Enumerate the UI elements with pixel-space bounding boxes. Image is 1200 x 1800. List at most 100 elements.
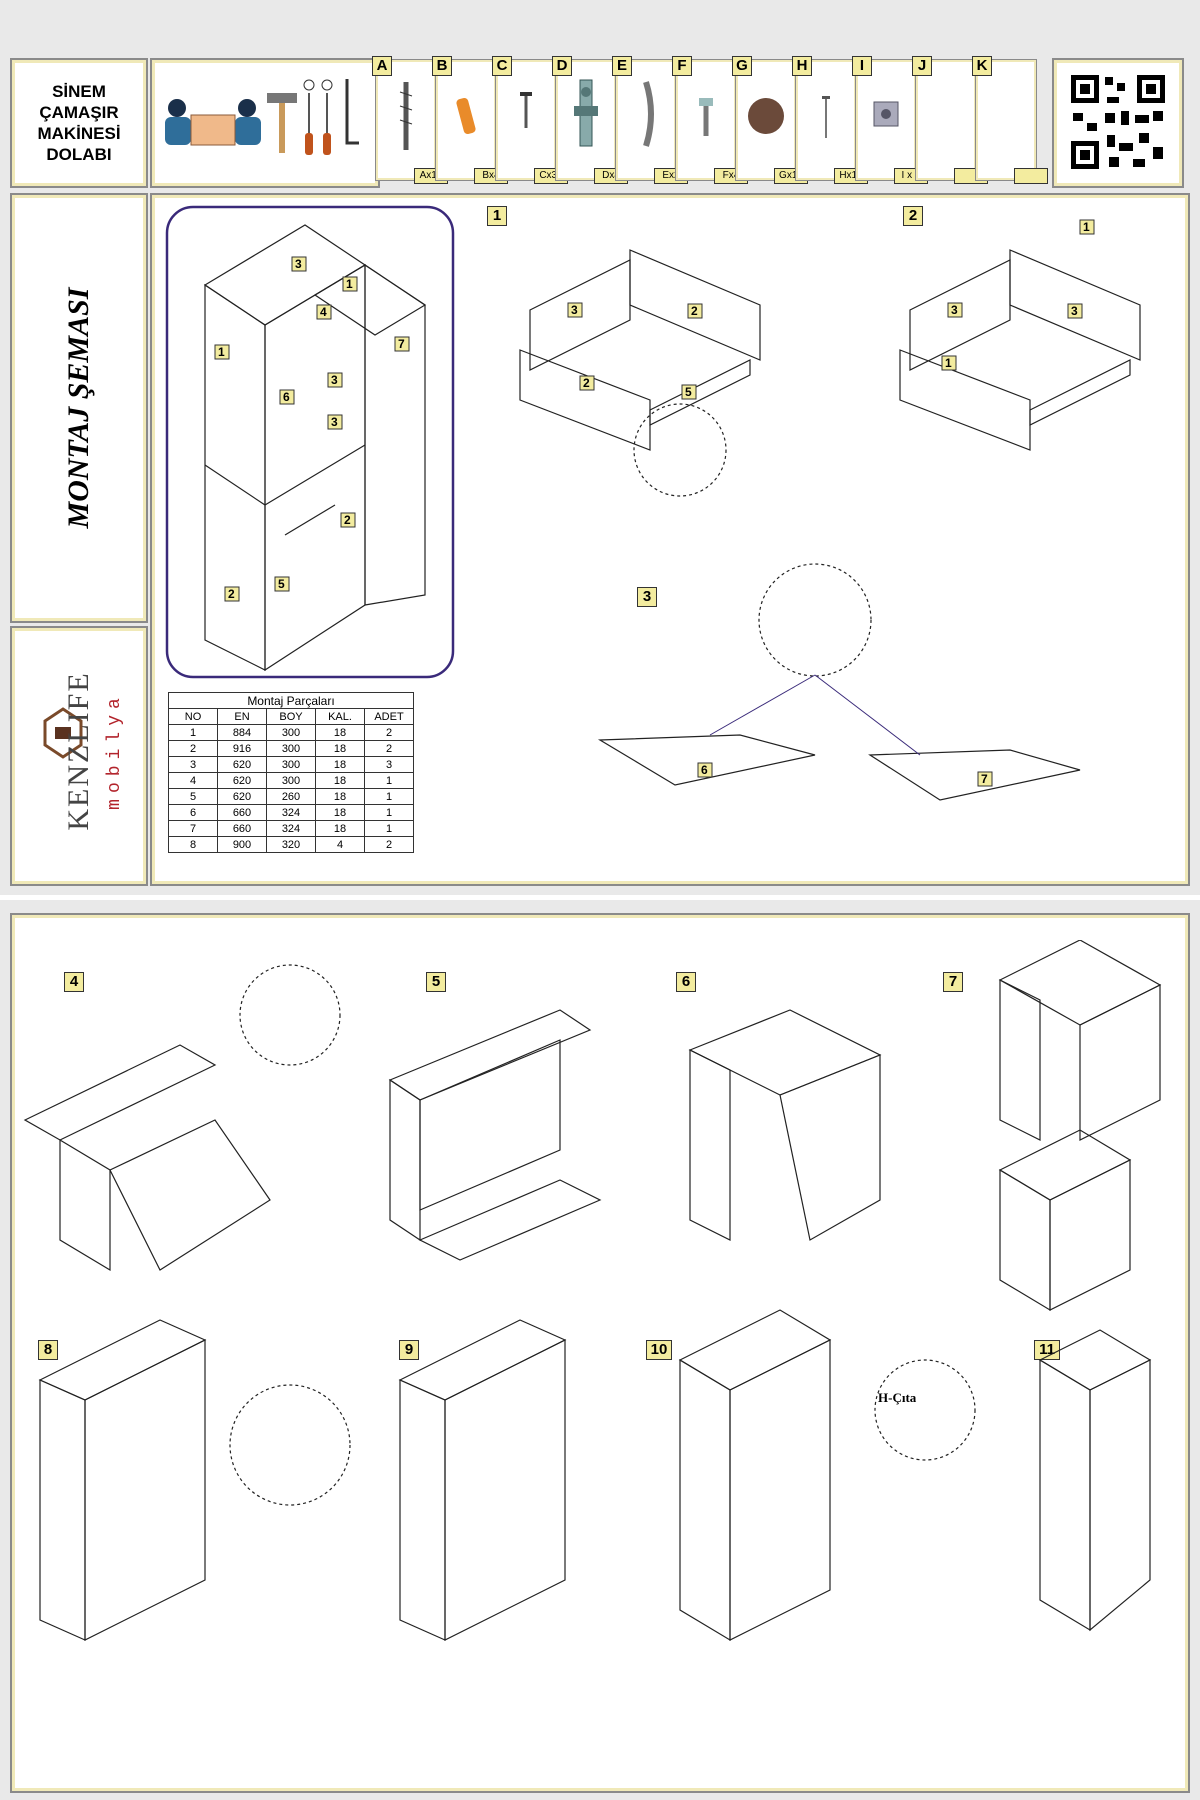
overview-label-5: 5 xyxy=(278,577,285,591)
parts-table-cell: 2 xyxy=(364,836,414,853)
parts-table-cell: 18 xyxy=(315,724,365,741)
parts-table-cell: 1 xyxy=(364,788,414,805)
cap-detail-circle xyxy=(633,403,727,497)
col-kal: KAL. xyxy=(315,708,365,725)
h-cita-callout: H-Çıta xyxy=(878,1390,917,1405)
col-no: NO xyxy=(168,708,218,725)
hexagon-logo-icon xyxy=(43,707,83,759)
overview-label-6: 6 xyxy=(283,390,290,404)
overview-label-1b: 1 xyxy=(218,345,225,359)
parts-table-cell: 3 xyxy=(168,756,218,773)
step-2-label: 2 xyxy=(903,206,923,226)
overview-label-3b: 3 xyxy=(331,373,338,387)
panel-5 xyxy=(649,359,751,426)
parts-table-cell: 916 xyxy=(217,740,267,757)
step-6-label: 6 xyxy=(676,972,696,992)
bolt-icon xyxy=(699,98,713,136)
step-3-label: 3 xyxy=(637,587,657,607)
svg-text:1: 1 xyxy=(1083,220,1090,234)
col-en: EN xyxy=(217,708,267,725)
parts-table-cell: 2 xyxy=(364,724,414,741)
part-d: D Dx4 xyxy=(552,56,628,184)
parts-table-cell: 1 xyxy=(364,804,414,821)
svg-text:1: 1 xyxy=(945,356,952,370)
parts-table-cell: 4 xyxy=(315,836,365,853)
parts-table-cell: 300 xyxy=(266,772,316,789)
parts-table-cell: 18 xyxy=(315,820,365,837)
overview-label-4: 4 xyxy=(320,305,327,319)
svg-text:3: 3 xyxy=(951,303,958,317)
parts-table-cell: 620 xyxy=(217,756,267,773)
part-j: J xyxy=(912,56,988,184)
parts-table-cell: 260 xyxy=(266,788,316,805)
svg-text:5: 5 xyxy=(685,385,692,399)
bracket-icon xyxy=(873,101,899,127)
part-f: F Fx4 xyxy=(672,56,748,184)
svg-text:2: 2 xyxy=(691,304,698,318)
parts-table-cell: 7 xyxy=(168,820,218,837)
screw-long-icon xyxy=(399,82,413,150)
allen-key-icon xyxy=(345,79,359,145)
parts-table-cell: 4 xyxy=(168,772,218,789)
brand-name: KENZLIFE xyxy=(62,671,95,831)
parts-table-cell: 6 xyxy=(168,804,218,821)
qr-code-icon[interactable] xyxy=(1057,63,1179,183)
tools-panel xyxy=(152,60,378,186)
overview-label-3: 3 xyxy=(295,257,302,271)
overview-label-2b: 2 xyxy=(228,587,235,601)
parts-table-cell: 2 xyxy=(168,740,218,757)
parts-table-cell: 660 xyxy=(217,820,267,837)
product-title: SİNEM ÇAMAŞIR MAKİNESİ DOLABI xyxy=(12,60,146,186)
parts-table-cell: 620 xyxy=(217,772,267,789)
overview-label-3c: 3 xyxy=(331,415,338,429)
brand-panel: KENZLIFE mobilya xyxy=(12,628,146,884)
parts-table-cell: 18 xyxy=(315,756,365,773)
step-9-label: 9 xyxy=(399,1340,419,1360)
part-b: B Bx4 xyxy=(432,56,508,184)
nail-icon xyxy=(822,96,830,138)
parts-table-cell: 620 xyxy=(217,788,267,805)
parts-table-cell: 18 xyxy=(315,804,365,821)
parts-table-cell: 2 xyxy=(364,740,414,757)
panel-icon xyxy=(190,114,236,146)
svg-text:3: 3 xyxy=(571,303,578,317)
assembly-title-panel: MONTAJ ŞEMASI xyxy=(12,195,146,621)
panel-2b xyxy=(519,349,651,451)
step-5-label: 5 xyxy=(426,972,446,992)
part-g: G Gx16 xyxy=(732,56,808,184)
handle-icon xyxy=(643,81,654,147)
col-adet: ADET xyxy=(364,708,414,725)
assembly-title: MONTAJ ŞEMASI xyxy=(62,287,95,529)
parts-table-cell: 1 xyxy=(364,772,414,789)
parts-table-cell: 1 xyxy=(168,724,218,741)
step-1-3-diagrams: 3 2 2 5 3 3 1 1 6 7 xyxy=(519,219,1141,801)
qr-code-panel xyxy=(1054,60,1182,186)
short-screw-icon xyxy=(520,92,532,128)
step-8-label: 8 xyxy=(38,1340,58,1360)
part-i: I I x 4 xyxy=(852,56,928,184)
title-line-1: SİNEM xyxy=(52,82,106,101)
step-11-label: 11 xyxy=(1034,1340,1060,1360)
parts-table-cell: 5 xyxy=(168,788,218,805)
parts-table-cell: 900 xyxy=(217,836,267,853)
brand-logo xyxy=(43,707,83,759)
parts-table-cell: 324 xyxy=(266,804,316,821)
step-10-label: 10 xyxy=(646,1340,672,1360)
parts-table-cell: 3 xyxy=(364,756,414,773)
step-7-label: 7 xyxy=(943,972,963,992)
cabinet-overview: 3 1 4 1 7 6 3 3 2 5 2 xyxy=(165,205,455,679)
title-line-2: ÇAMAŞIR xyxy=(39,103,119,122)
parts-table-cell: 320 xyxy=(266,836,316,853)
parts-table-cell: 300 xyxy=(266,756,316,773)
wood-dowel-icon xyxy=(456,97,476,135)
parts-row: A Ax16 B Bx4 C Cx32 D Dx4 E Ex2 F Fx4 G … xyxy=(372,54,1048,184)
parts-table-cell: 660 xyxy=(217,804,267,821)
svg-text:6: 6 xyxy=(701,763,708,777)
part-k: K xyxy=(972,56,1048,184)
